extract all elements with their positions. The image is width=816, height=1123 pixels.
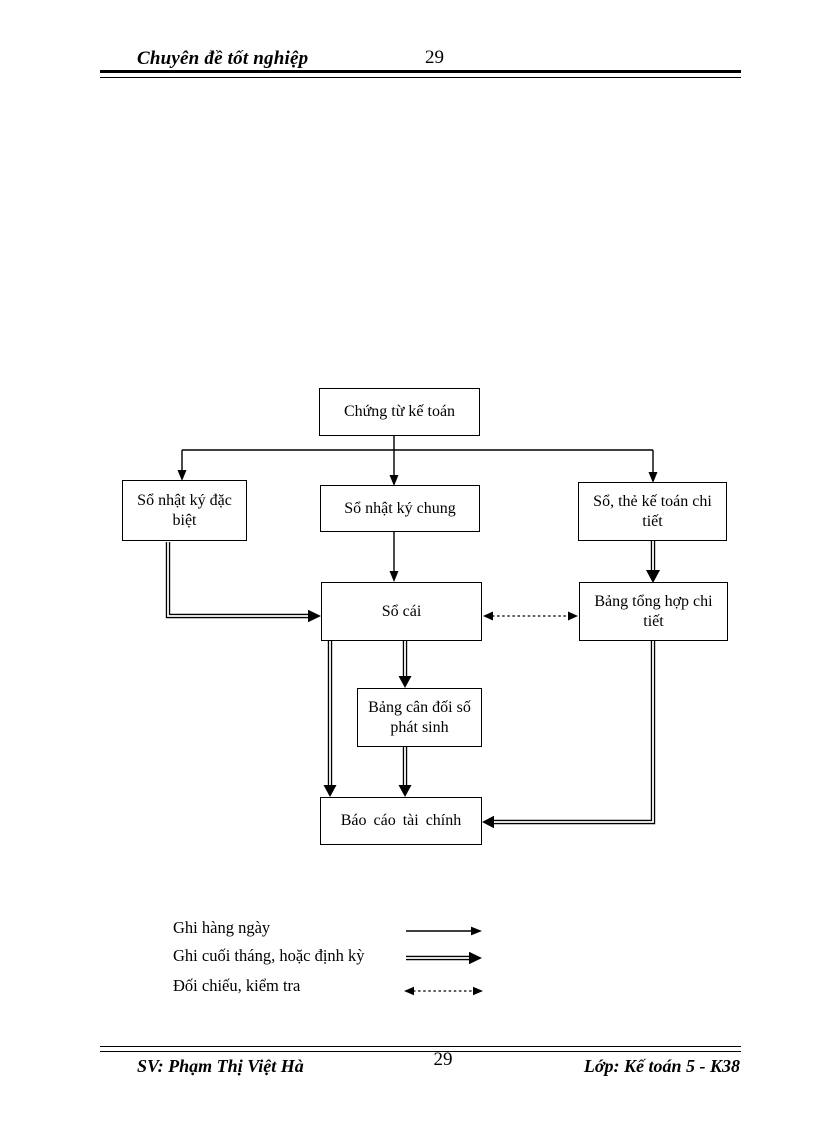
- flowchart-box-so-cai: Sổ cái: [321, 582, 482, 641]
- flowchart-box-so-nhat-ky-dac-biet: Sổ nhật ký đặc biệt: [122, 480, 247, 541]
- header-rule-thin: [100, 77, 741, 78]
- arrow-dacbiet-to-socai: [165, 542, 321, 623]
- footer-page-number: 29: [433, 1049, 453, 1070]
- flowchart-box-so-nhat-ky-chung: Sổ nhật ký chung: [320, 485, 480, 532]
- flowchart-box-so-the-ke-toan-chi-tiet: Sổ, thẻ kế toán chi tiết: [578, 482, 727, 541]
- box-label: Chứng từ kế toán: [343, 403, 456, 420]
- arrow-chungtu-branches: [177, 436, 658, 486]
- flowchart-box-bang-can-doi-so-phat-sinh: Bảng cân đối số phát sinh: [357, 688, 482, 747]
- arrow-socai-to-candoi: [398, 641, 412, 688]
- footer-rule-bottom: [100, 1051, 741, 1052]
- legend-item-monthly: Ghi cuối tháng, hoặc định kỳ: [173, 946, 365, 965]
- header-page-number: 29: [425, 47, 444, 68]
- flowchart-box-chung-tu-ke-toan: Chứng từ kế toán: [319, 388, 480, 436]
- box-label: Sổ, thẻ kế toán chi tiết: [593, 492, 712, 530]
- box-label: Bảng tổng hợp chi tiết: [594, 592, 713, 630]
- legend-arrow-double: [406, 951, 482, 965]
- header-title: Chuyên đề tốt nghiệp: [137, 48, 309, 69]
- arrow-socai-to-baocao: [323, 641, 337, 797]
- flowchart-box-bang-tong-hop-chi-tiet: Bảng tổng hợp chi tiết: [579, 582, 728, 641]
- legend-item-daily: Ghi hàng ngày: [173, 918, 271, 937]
- footer-student-name: SV: Phạm Thị Việt Hà: [137, 1056, 304, 1076]
- box-label: Báo cáo tài chính: [340, 812, 462, 829]
- arrow-tonghop-to-baocao: [482, 641, 656, 829]
- legend-arrow-solid: [406, 926, 482, 936]
- arrow-candoi-to-baocao: [398, 747, 412, 797]
- box-label: Bảng cân đối số phát sinh: [368, 698, 471, 736]
- footer-class-name: Lớp: Kế toán 5 - K38: [583, 1056, 740, 1076]
- legend-item-reconcile: Đối chiếu, kiểm tra: [173, 976, 301, 995]
- box-label: Sổ nhật ký đặc biệt: [137, 491, 232, 529]
- flowchart-box-bao-cao-tai-chinh: Báo cáo tài chính: [320, 797, 482, 845]
- header-rule-thick: [100, 70, 741, 73]
- arrow-sothe-to-tonghop: [646, 541, 660, 583]
- footer-rule-top: [100, 1046, 741, 1047]
- legend-arrow-dotted: [404, 986, 483, 996]
- arrow-socai-tonghop-doichieu: [483, 611, 578, 621]
- arrow-nhatkychung-to-socai: [389, 532, 399, 582]
- box-label: Sổ cái: [381, 602, 422, 620]
- box-label: Sổ nhật ký chung: [344, 499, 456, 517]
